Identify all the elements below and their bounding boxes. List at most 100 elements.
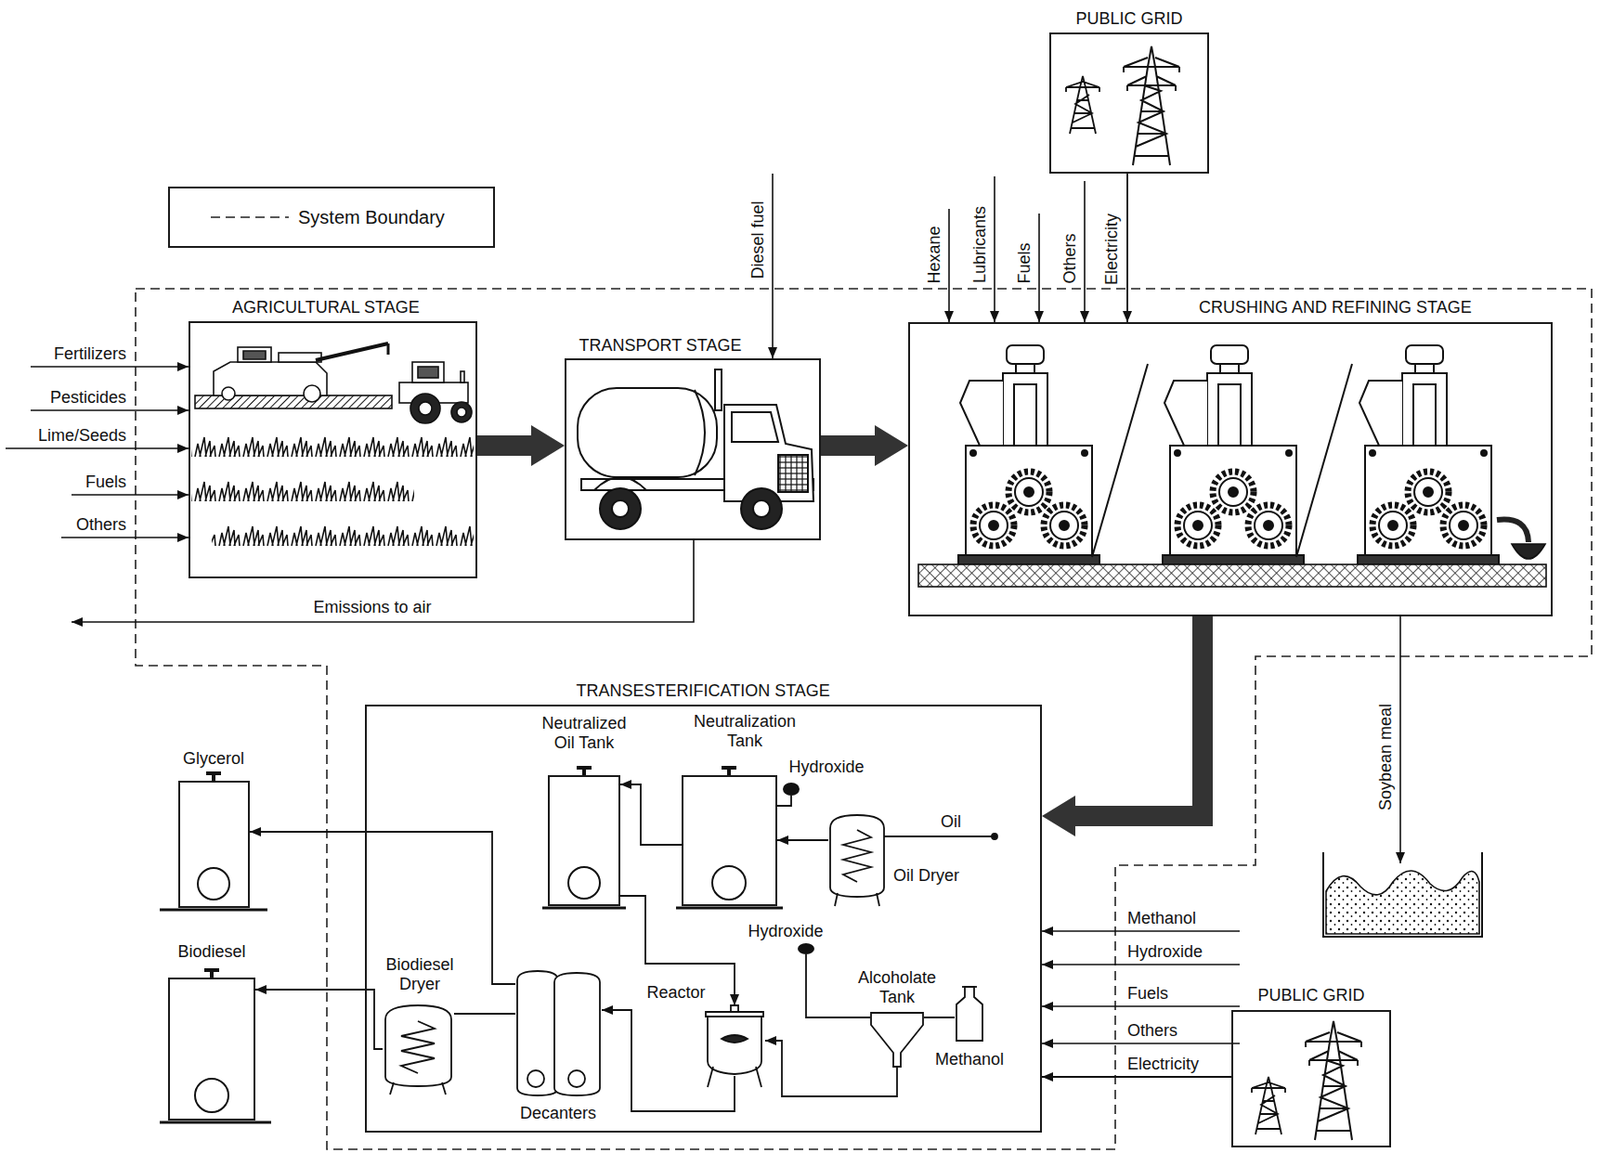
- equipment-label: Alcoholate Tank: [853, 968, 942, 1008]
- reactor-outline: [703, 1005, 766, 1077]
- text-holder: Hydroxide: [748, 922, 824, 942]
- flow-arrow: [820, 435, 875, 456]
- stage-heading: AGRICULTURAL STAGE: [232, 298, 420, 318]
- tank: Neutralized Oil Tank: [547, 775, 621, 907]
- text-holder: Hydroxide: [1127, 942, 1203, 963]
- tank-fittings: [204, 970, 220, 978]
- alcoholate-tank: Alcoholate Tank: [870, 1012, 924, 1068]
- flow-arrow: [477, 435, 532, 456]
- equipment-label: Glycerol: [182, 749, 245, 769]
- dryer-outline: [843, 830, 872, 883]
- text-holder: PUBLIC GRID: [1076, 9, 1184, 29]
- tractor-illustration: [456, 407, 467, 417]
- tank-fittings: [197, 868, 230, 900]
- tanker-truck: [753, 500, 770, 518]
- tank-fittings: [576, 767, 592, 776]
- tank-fittings: [206, 773, 222, 781]
- text-holder: Others: [1127, 1021, 1178, 1041]
- input-arrow: [1038, 213, 1041, 323]
- tanker-truck: [611, 500, 629, 518]
- tank-fittings: [568, 867, 600, 899]
- text-holder: TRANSPORT STAGE: [579, 336, 742, 356]
- input-label: Lime/Seeds: [38, 426, 127, 446]
- input-arrow: [1083, 181, 1086, 323]
- reactor-outline: [730, 1005, 739, 1013]
- input-arrow: [1041, 1042, 1240, 1045]
- text-holder: Soybean meal: [1332, 747, 1440, 768]
- tractor-illustration: [410, 393, 441, 424]
- harvester-illustration: [243, 351, 266, 360]
- equipment-label: Neutralization Tank: [687, 712, 804, 752]
- process-pipe: [991, 833, 998, 840]
- tanker-truck: [715, 369, 722, 411]
- reactor-outline: [721, 1035, 748, 1043]
- crushing-machines: [1511, 544, 1546, 560]
- grid-box: PUBLIC GRID: [1231, 1010, 1392, 1148]
- tanker-truck: [599, 488, 641, 530]
- input-arrow: [30, 409, 189, 412]
- tanker-truck: [694, 390, 705, 476]
- stage-heading: PUBLIC GRID: [1076, 9, 1184, 29]
- tank-fittings: [195, 1079, 229, 1113]
- power-pylon: [1123, 46, 1180, 166]
- text-holder: Fuels: [1127, 984, 1169, 1004]
- tractor-illustration: [460, 371, 465, 383]
- stage-box: TRANSPORT STAGE: [564, 358, 821, 541]
- input-label: Fuels: [1127, 984, 1169, 1004]
- dryer-outline: [830, 815, 885, 898]
- decanters-outline: [517, 971, 559, 1096]
- dryer: Biodiesel Dryer: [382, 1002, 455, 1095]
- crop-rows: [191, 434, 474, 457]
- input-label: Others: [1127, 1021, 1178, 1041]
- dryer-outline: [828, 813, 886, 907]
- tank-fittings: [542, 907, 626, 911]
- hydroxide-capsule: [797, 943, 815, 955]
- grid-box: PUBLIC GRID: [1049, 32, 1210, 174]
- crushing-machines: [1496, 520, 1529, 544]
- text-holder: Fuels: [1003, 253, 1045, 274]
- input-label: Soybean meal: [1376, 702, 1396, 810]
- harvester-illustration: [195, 343, 392, 409]
- input-label: Pesticides: [50, 388, 127, 408]
- crop-rows: [211, 523, 474, 547]
- pipe-connector: [255, 989, 383, 1050]
- system-boundary: [135, 288, 1592, 1150]
- text-holder: Oil Dryer: [893, 866, 960, 886]
- input-label: Lubricants: [970, 205, 990, 283]
- input-arrow: [771, 173, 774, 359]
- input-arrow: [61, 536, 189, 539]
- tank-fittings: [159, 767, 783, 1123]
- text-holder: Alcoholate Tank: [853, 968, 942, 1008]
- methanol-bottle-outline: [956, 987, 983, 1041]
- text-holder: Hydroxide: [789, 757, 865, 778]
- legend-box: System Boundary: [168, 186, 495, 248]
- input-label: Fuels: [85, 472, 127, 493]
- tractor-illustration: [417, 366, 439, 378]
- process-pipe: [777, 795, 998, 1018]
- legend-sample: [210, 213, 289, 222]
- system-boundary: [135, 288, 1592, 1150]
- tank-fittings: [721, 767, 737, 776]
- power-pylon: [1251, 1077, 1286, 1135]
- power-pylon: [1066, 46, 1362, 1141]
- reactor-outline: [707, 1016, 762, 1075]
- input-label: Methanol: [1127, 909, 1197, 929]
- hydroxide-capsule: [782, 782, 800, 796]
- input-arrow: [1041, 930, 1240, 933]
- input-label: Hydroxide: [1127, 942, 1203, 963]
- input-label: Others: [1060, 233, 1080, 284]
- input-arrow: [5, 173, 1240, 1044]
- input-label: Fuels: [1014, 242, 1035, 284]
- tank-fittings: [159, 909, 268, 912]
- crushing-machines: [918, 345, 1547, 587]
- tank: Glycerol: [178, 780, 250, 909]
- input-arrow: [5, 447, 189, 450]
- crushing-machines: [958, 345, 1100, 565]
- text-holder: Pesticides: [50, 388, 127, 408]
- text-holder: Methanol: [1127, 909, 1197, 929]
- text-holder: Lubricants: [941, 234, 1019, 255]
- stage-heading: TRANSESTERIFICATION STAGE: [576, 681, 831, 702]
